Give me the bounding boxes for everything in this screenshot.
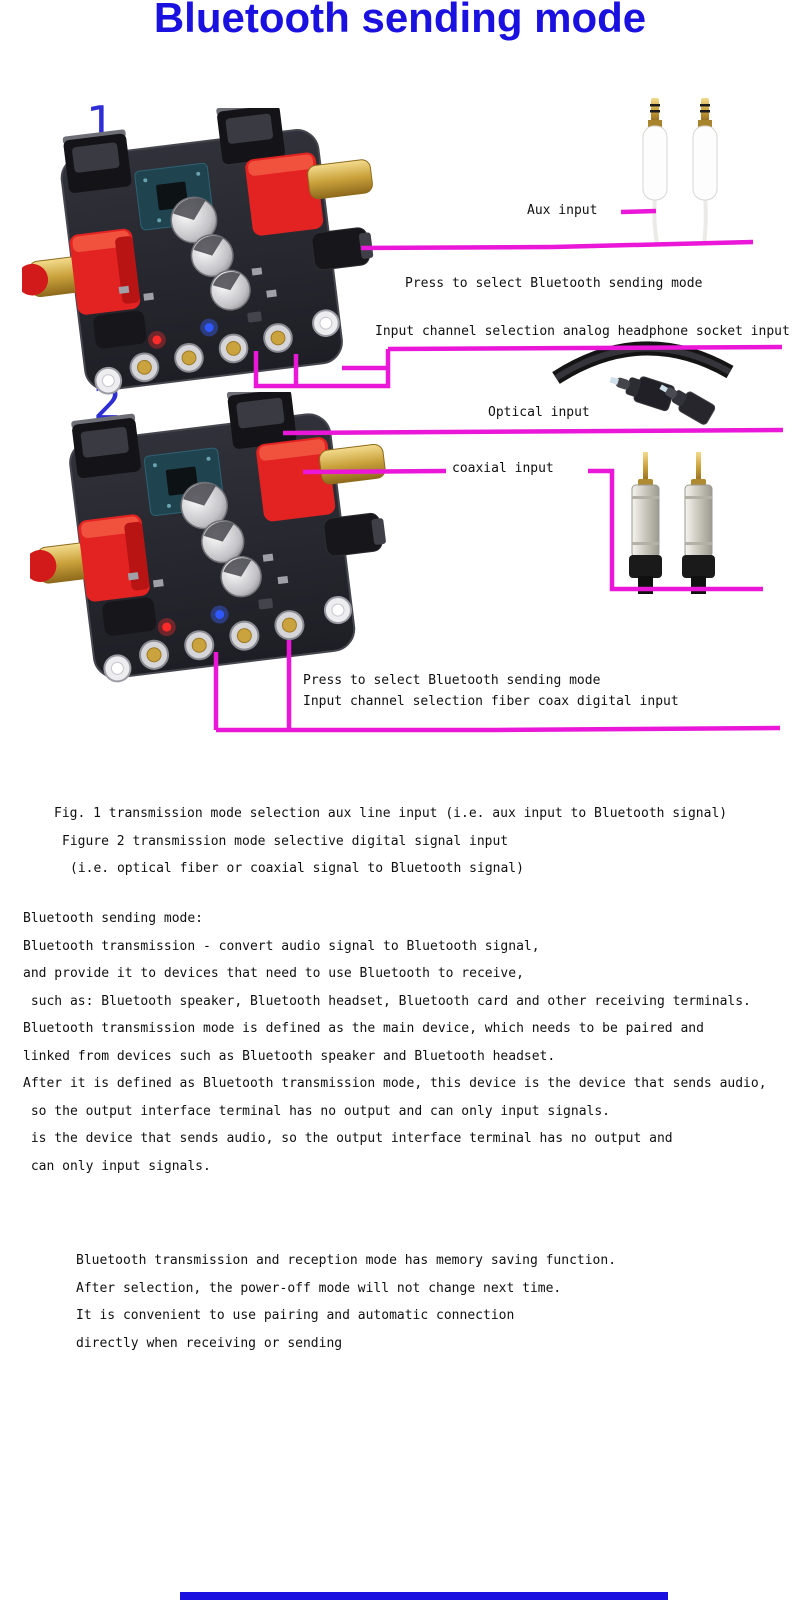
aux-input-label: Aux input <box>527 203 598 218</box>
description-line: such as: Bluetooth speaker, Bluetooth he… <box>23 993 751 1009</box>
description-line: and provide it to devices that need to u… <box>23 966 524 981</box>
coaxial-cable-icon <box>629 452 715 594</box>
input-channel-label-1: Input channel selection analog headphone… <box>375 324 790 339</box>
page-title: Bluetooth sending mode <box>153 0 647 41</box>
memory-note-line: Bluetooth transmission and reception mod… <box>76 1253 617 1268</box>
description-text: Bluetooth sending mode: Bluetooth transm… <box>23 905 767 1180</box>
press-select-label-1: Press to select Bluetooth sending mode <box>405 276 703 291</box>
optical-input-label: Optical input <box>488 405 590 420</box>
memory-note-text: Bluetooth transmission and reception mod… <box>76 1247 616 1357</box>
caption-line: (i.e. optical fiber or coaxial signal to… <box>70 861 524 876</box>
coaxial-input-label: coaxial input <box>452 461 554 476</box>
description-line: is the device that sends audio, so the o… <box>23 1131 673 1146</box>
press-select-label-2: Press to select Bluetooth sending mode <box>303 673 601 688</box>
description-line: so the output interface terminal has no … <box>23 1103 610 1119</box>
figure-caption: Fig. 1 transmission mode selection aux l… <box>0 800 727 883</box>
bluetooth-board-photo-1 <box>22 108 397 404</box>
memory-note-line: directly when receiving or sending <box>76 1335 343 1351</box>
memory-note-line: It is convenient to use pairing and auto… <box>76 1308 515 1323</box>
aux-cable-icon <box>642 98 718 245</box>
input-channel-label-2: Input channel selection fiber coax digit… <box>303 694 679 709</box>
description-line: linked from devices such as Bluetooth sp… <box>23 1048 556 1064</box>
description-line: After it is defined as Bluetooth transmi… <box>23 1076 767 1091</box>
bluetooth-board-photo-2 <box>20 392 420 692</box>
description-line: Bluetooth transmission - convert audio s… <box>23 938 540 954</box>
next-section-title-clipped <box>180 1592 668 1600</box>
caption-line: Fig. 1 transmission mode selection aux l… <box>54 806 728 821</box>
memory-note-line: After selection, the power-off mode will… <box>76 1280 562 1296</box>
description-line: Bluetooth sending mode: <box>23 911 204 926</box>
description-line: Bluetooth transmission mode is defined a… <box>23 1021 704 1036</box>
optical-cable-icon <box>552 341 734 425</box>
caption-line: Figure 2 transmission mode selective dig… <box>62 833 509 849</box>
description-line: can only input signals. <box>23 1158 211 1174</box>
